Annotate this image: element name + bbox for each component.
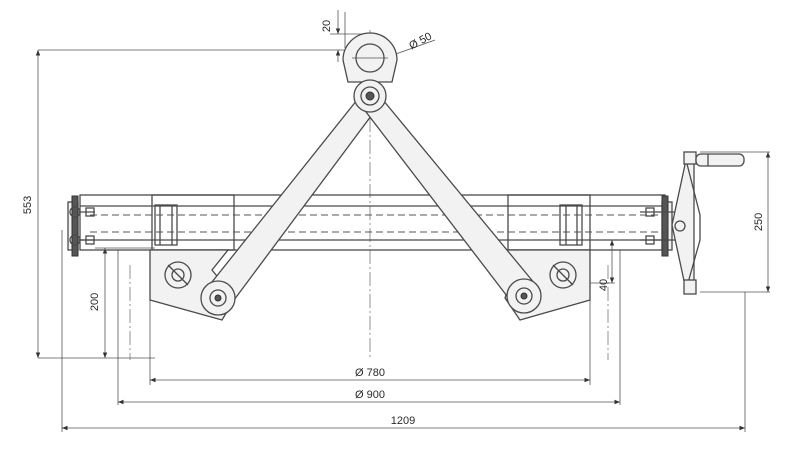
dim-arm-offset: 40 xyxy=(598,279,610,291)
dim-eye-offset: 20 xyxy=(321,20,333,32)
dim-eye-diameter: Ø 50 xyxy=(407,30,434,52)
dim-bracket-height: 200 xyxy=(89,293,101,311)
dim-total-height: 553 xyxy=(22,196,34,214)
left-carriage xyxy=(151,194,235,251)
left-end-flange xyxy=(67,195,95,257)
dim-outer-diameter: Ø 900 xyxy=(355,389,385,401)
scissor-arms xyxy=(200,99,542,316)
dimension-labels: 20 Ø 50 553 200 40 250 Ø 780 Ø 900 1209 xyxy=(22,20,765,427)
extension-lines xyxy=(38,12,770,432)
right-carriage xyxy=(507,194,591,251)
dim-handwheel-height: 250 xyxy=(753,213,765,231)
lifting-eye xyxy=(342,32,398,113)
dim-inner-diameter: Ø 780 xyxy=(355,367,385,379)
handwheel xyxy=(671,151,745,295)
dim-total-width: 1209 xyxy=(391,415,415,427)
dimension-lines xyxy=(35,10,771,431)
